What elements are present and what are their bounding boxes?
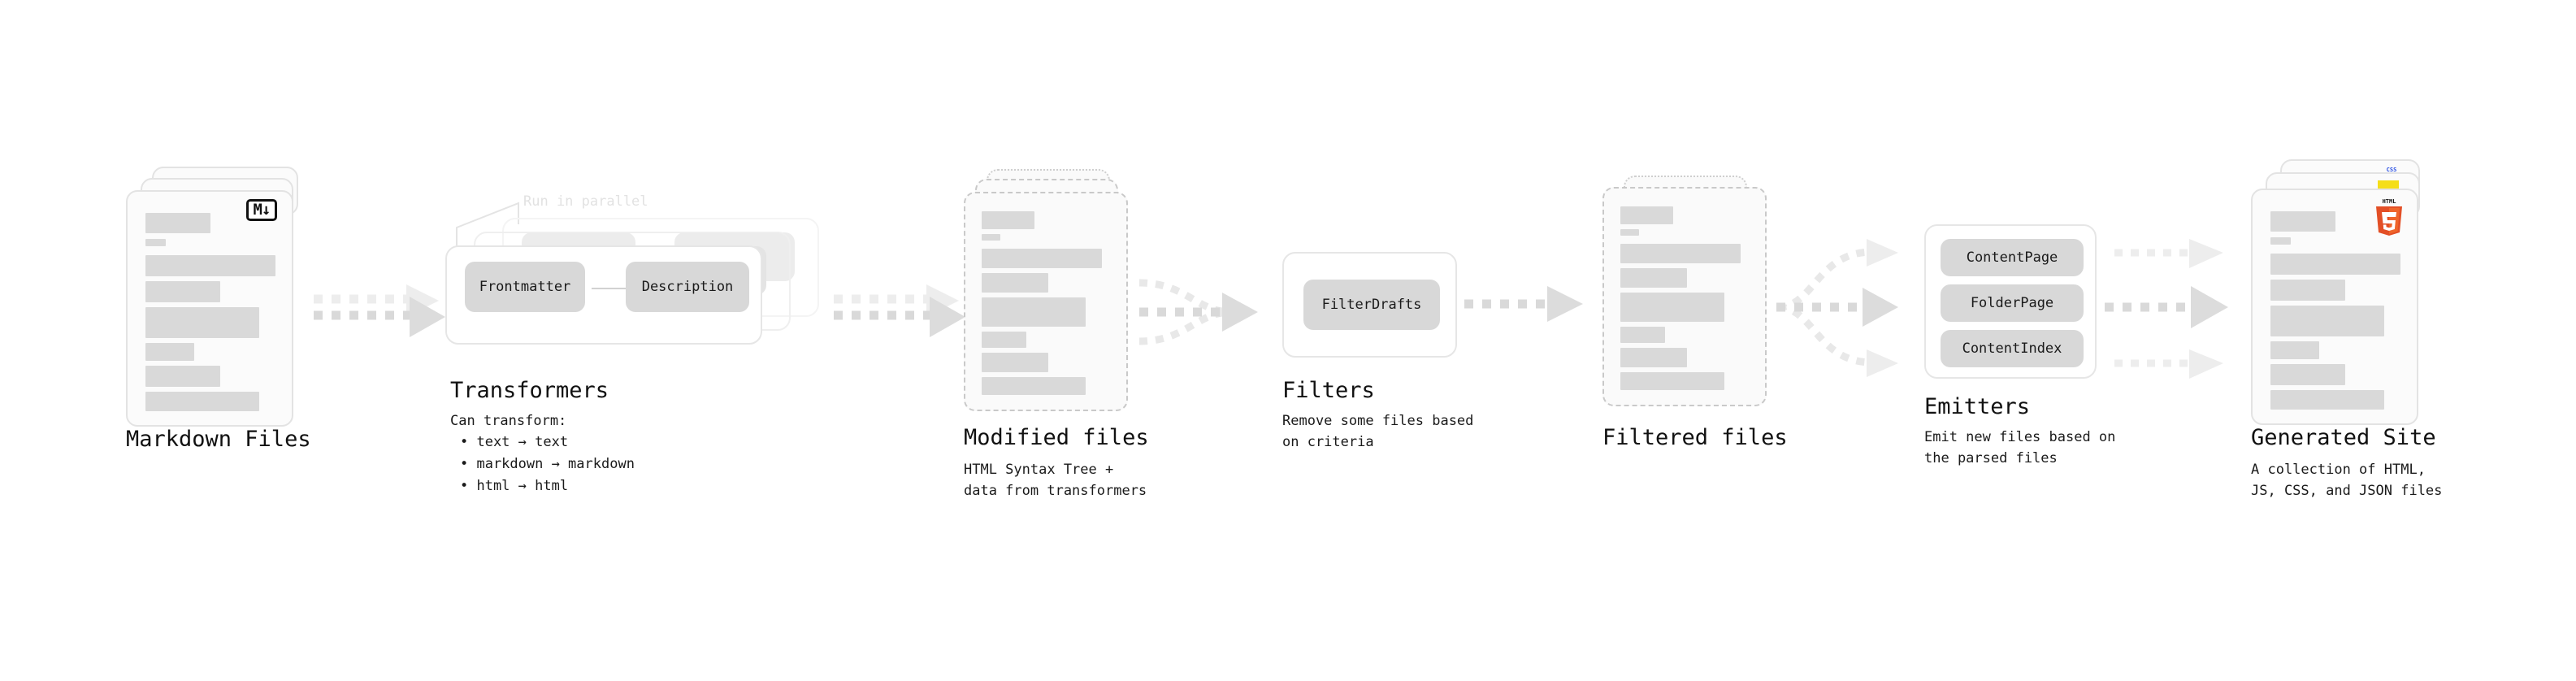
- skeleton-bar: [2270, 211, 2335, 232]
- skeleton-bar: [145, 255, 275, 276]
- emitter-item-contentpage[interactable]: ContentPage: [1941, 239, 2084, 276]
- stage-title-filtered-files: Filtered files: [1602, 425, 1788, 450]
- css-badge-label: CSS: [2386, 167, 2397, 173]
- skeleton-bar: [2270, 306, 2384, 336]
- skeleton-bar: [982, 332, 1026, 348]
- generated-site-description: A collection of HTML, JS, CSS, and JSON …: [2251, 462, 2443, 500]
- filters-group: FilterDrafts: [1282, 252, 1457, 358]
- skeleton-bar: [982, 234, 1000, 241]
- skeleton-bar: [1620, 244, 1741, 263]
- stage-title-markdown-files: Markdown Files: [126, 427, 311, 452]
- connector-filtered-to-emitters: [1775, 234, 1921, 380]
- skeleton-bar: [982, 377, 1086, 395]
- skeleton-bar: [145, 213, 210, 233]
- emitter-item-folderpage[interactable]: FolderPage: [1941, 284, 2084, 322]
- modified-files-stack: [964, 169, 1151, 429]
- skeleton-bar: [2270, 237, 2291, 245]
- modified-files-description: HTML Syntax Tree + data from transformer…: [964, 462, 1147, 500]
- skeleton-bar: [982, 297, 1086, 327]
- filter-item-filterdrafts[interactable]: FilterDrafts: [1303, 280, 1440, 330]
- filters-description: Remove some files based on criteria: [1282, 413, 1474, 451]
- connector-transformers-to-modified: [830, 276, 969, 349]
- skeleton-bar: [145, 343, 194, 361]
- skeleton-bar: [1620, 327, 1665, 343]
- skeleton-bar: [1620, 348, 1687, 367]
- transformer-item-description[interactable]: Description: [626, 262, 749, 312]
- emitter-item-contentindex[interactable]: ContentIndex: [1941, 330, 2084, 367]
- skeleton-bar: [982, 211, 1034, 229]
- emitters-group: ContentPage FolderPage ContentIndex: [1924, 224, 2097, 379]
- stage-title-transformers: Transformers: [450, 378, 609, 403]
- markdown-files-stack: M↓ M↓ M↓: [126, 167, 313, 427]
- skeleton-bar: [1620, 372, 1724, 390]
- skeleton-bar: [2270, 390, 2384, 410]
- markdown-card-front: [126, 190, 293, 427]
- svg-text:HTML: HTML: [2383, 198, 2396, 205]
- run-in-parallel-label: Run in parallel: [523, 193, 648, 210]
- run-in-parallel-leader: [456, 202, 519, 247]
- skeleton-bar: [2270, 280, 2345, 301]
- transformers-bullet-0: • text → text: [460, 434, 569, 450]
- transformers-description: Can transform:: [450, 413, 567, 429]
- skeleton-bar: [1620, 206, 1673, 224]
- stage-title-emitters: Emitters: [1924, 394, 2031, 419]
- skeleton-bar: [2270, 341, 2319, 359]
- transformers-bullet-1: • markdown → markdown: [460, 456, 635, 472]
- html5-badge: HTML: [2373, 197, 2405, 236]
- skeleton-bar: [982, 249, 1102, 268]
- skeleton-bar: [2270, 254, 2400, 275]
- skeleton-bar: [145, 366, 220, 387]
- modified-card-front: [964, 192, 1128, 411]
- skeleton-bar: [1620, 229, 1639, 236]
- stage-title-modified-files: Modified files: [964, 425, 1149, 450]
- connector-emitters-to-site: [2103, 234, 2249, 380]
- skeleton-bar: [145, 392, 259, 411]
- stage-title-generated-site: Generated Site: [2251, 425, 2436, 450]
- emitters-description: Emit new files based on the parsed files: [1924, 429, 2116, 467]
- filtered-card-front: [1602, 187, 1767, 406]
- connector-modified-to-filters: [1138, 268, 1284, 366]
- skeleton-bar: [1620, 293, 1724, 322]
- transformer-item-frontmatter[interactable]: Frontmatter: [465, 262, 585, 312]
- skeleton-bar: [145, 307, 259, 338]
- skeleton-bar: [982, 353, 1048, 372]
- connector-md-to-transformers: [310, 276, 449, 349]
- skeleton-bar: [145, 239, 166, 246]
- filtered-files-stack: [1602, 176, 1789, 436]
- connector-filters-to-filtered: [1463, 284, 1593, 333]
- markdown-badge: M↓: [246, 199, 277, 221]
- skeleton-bar: [982, 273, 1048, 293]
- skeleton-bar: [1620, 268, 1687, 288]
- transformers-bullet-2: • html → html: [460, 478, 569, 494]
- skeleton-bar: [2270, 364, 2345, 385]
- stage-title-filters: Filters: [1282, 378, 1375, 403]
- skeleton-bar: [145, 281, 220, 302]
- transformer-card-front: Frontmatter Description: [445, 245, 762, 345]
- generated-site-stack: CSS HTML: [2251, 159, 2446, 427]
- transformers-group: Run in parallel Frontmatter Description: [445, 193, 827, 356]
